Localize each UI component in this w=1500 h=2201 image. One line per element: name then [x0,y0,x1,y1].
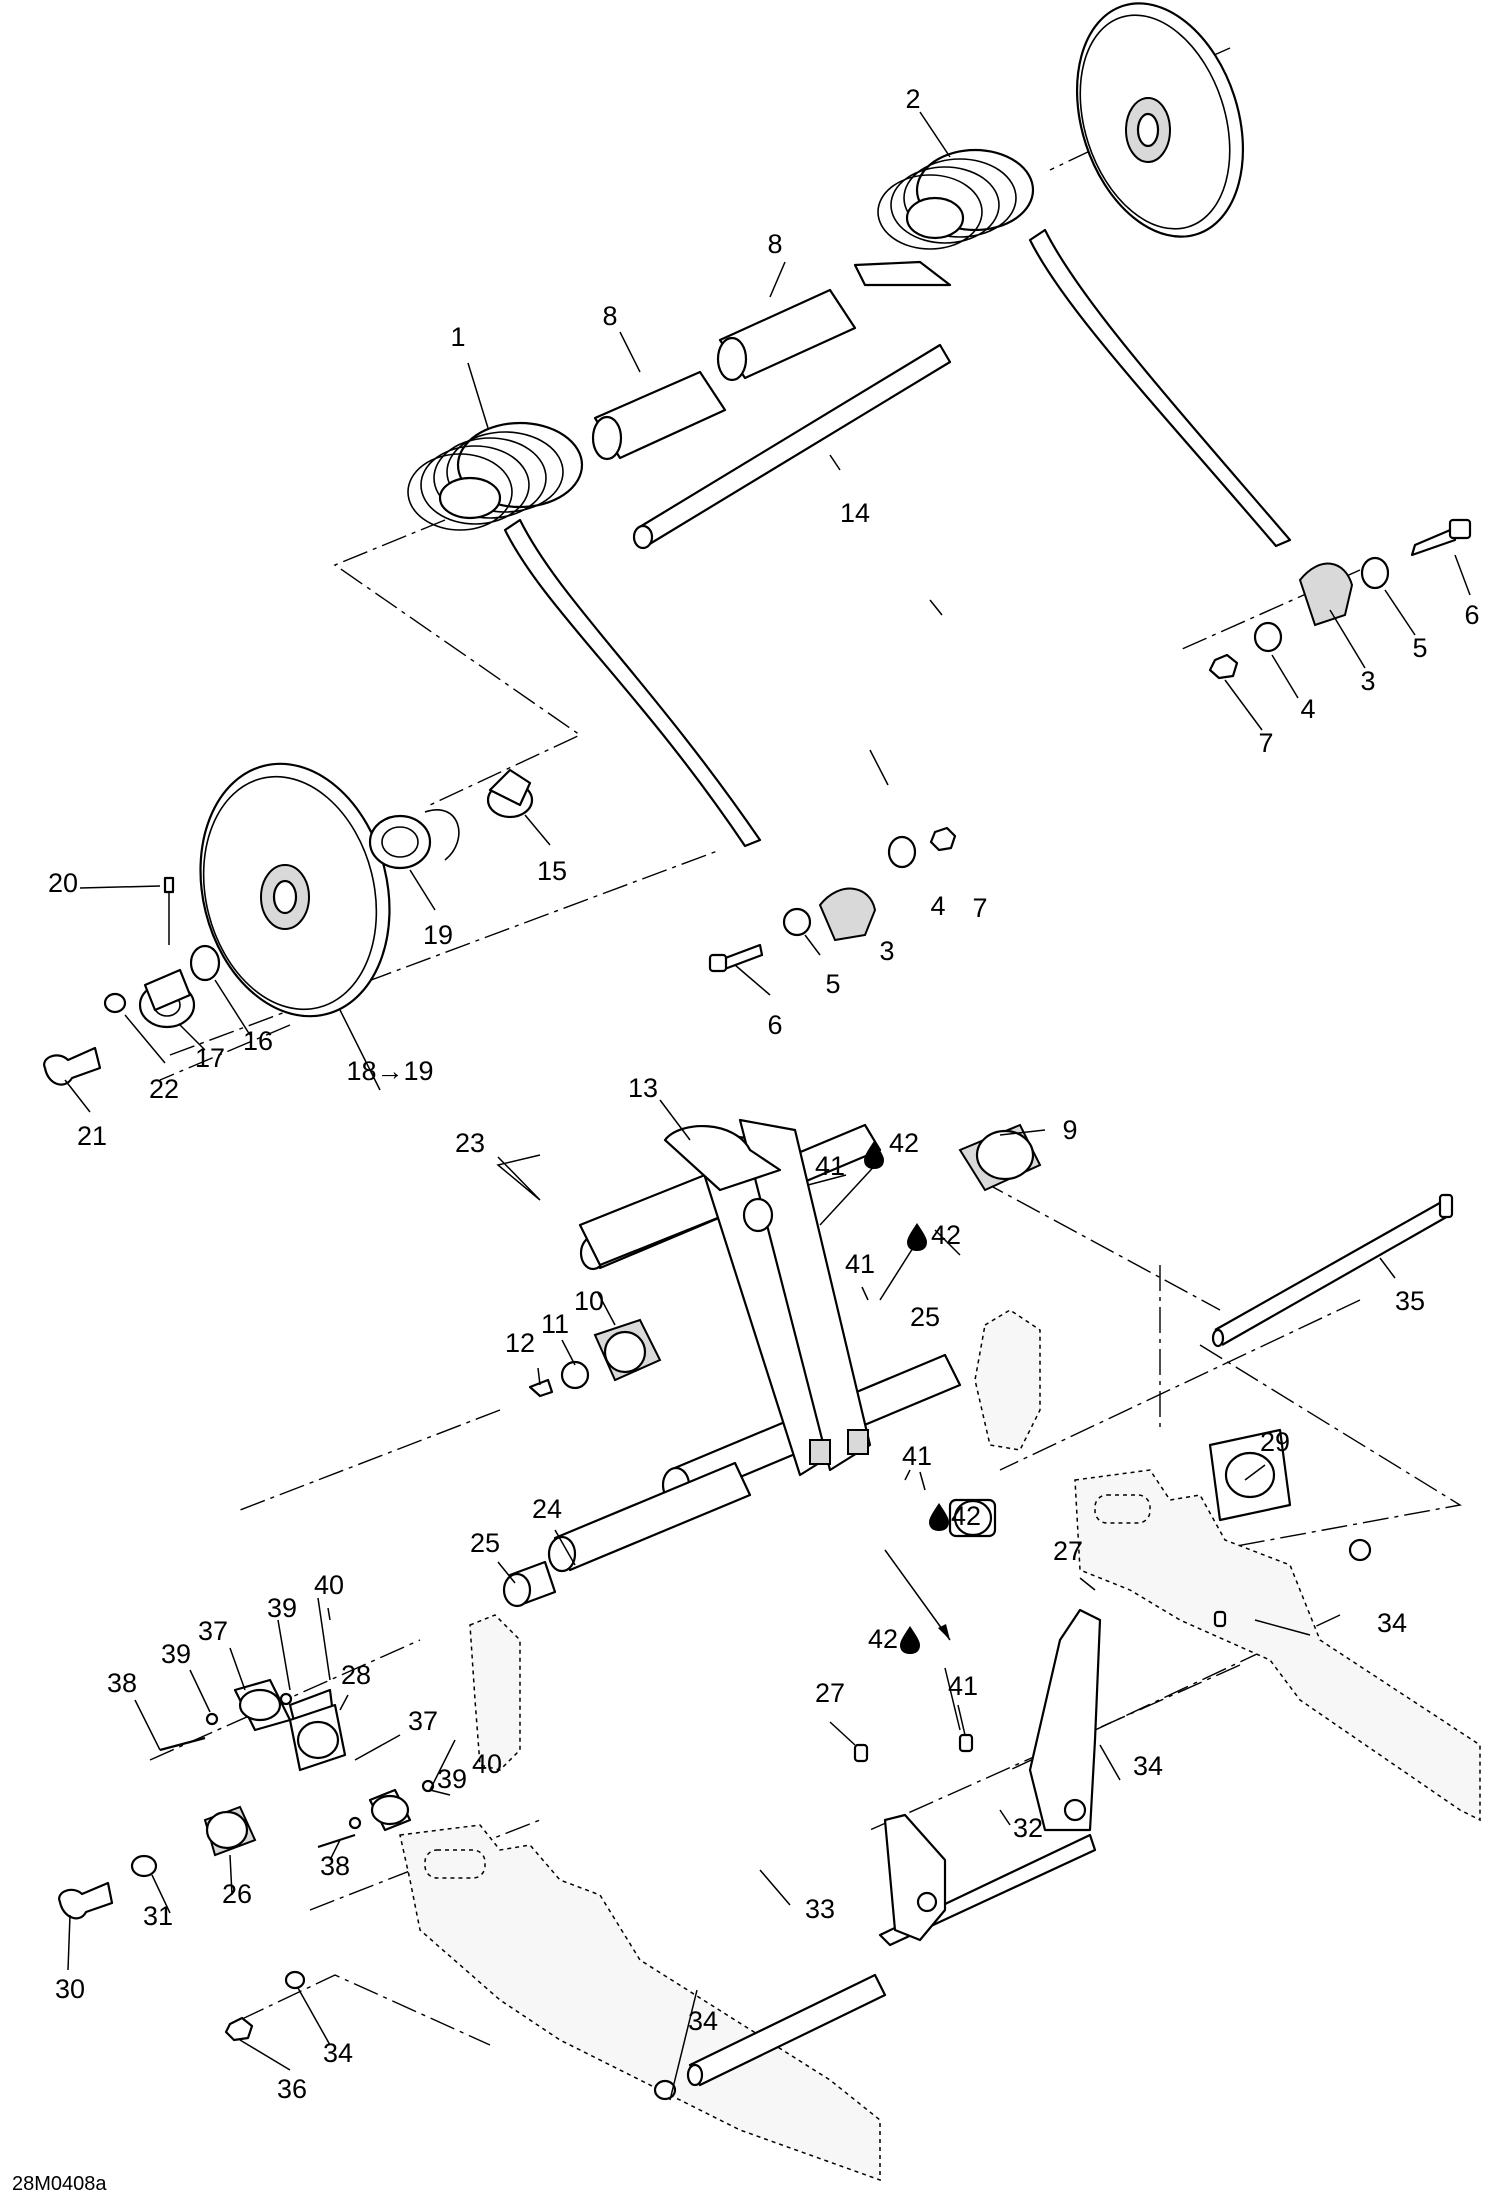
callout: 3 [879,936,894,966]
side-bushings [528,1123,1372,1562]
callout: 11 [541,1309,569,1339]
callout: 21 [77,1121,107,1151]
callout: 12 [505,1328,535,1358]
hardware-top-right [1208,518,1472,680]
callout: 42 [889,1128,919,1158]
callout: 37 [408,1706,438,1736]
oil-drop-icon [900,1626,920,1654]
callout: 38 [320,1851,350,1881]
callout: 3 [1360,666,1375,696]
drawing-code: 28M0408a [12,2173,107,2195]
callout: 25 [910,1302,940,1332]
wheel-top-right [1075,2,1245,238]
callout: 7 [972,893,987,923]
idler-hub-parts [43,768,534,1086]
callout: 26 [222,1879,252,1909]
spring-left [407,421,762,848]
callout: 6 [1464,600,1479,630]
callout: 41 [815,1151,845,1181]
callout: 37 [198,1616,228,1646]
oil-drop-icons [864,1141,949,1654]
rod-14 [632,343,952,550]
main-arm [578,1118,962,1504]
callout: 42 [951,1501,981,1531]
callout: 39 [437,1764,467,1794]
callout: 28 [341,1660,371,1690]
callout: 42 [931,1220,961,1250]
lower-shafts [502,1193,1454,2087]
callout: 34 [323,2038,353,2068]
callout: 7 [1258,728,1273,758]
callout: 32 [1013,1813,1043,1843]
bracket-ghost [469,1309,1041,1771]
hardware-mid [708,826,957,973]
callout: 35 [1395,1286,1425,1316]
callout: 24 [532,1494,562,1524]
callout: 17 [195,1043,225,1073]
oil-drop-icon [907,1223,927,1251]
callout: 4 [930,891,945,921]
callout: 40 [314,1570,344,1600]
callout: 2 [905,84,920,114]
left-lower-hardware [58,1678,677,2101]
wheel-left [199,762,391,1018]
callout: 5 [1412,633,1427,663]
callout: 14 [840,498,870,528]
callout: 8 [767,229,782,259]
callout: 19 [423,920,453,950]
callout: 10 [574,1286,604,1316]
callout: 16 [243,1026,273,1056]
callout: 22 [149,1074,179,1104]
callout: 20 [48,868,78,898]
rail-right-ghost [1074,1469,1481,1822]
callout: 34 [1377,1608,1407,1638]
oil-drop-icon [929,1503,949,1531]
callout: 34 [1133,1751,1163,1781]
tube-8-right [716,288,857,382]
callout: 27 [1053,1536,1083,1566]
callout: 38 [107,1668,137,1698]
callout: 39 [161,1639,191,1669]
callout: 27 [815,1678,845,1708]
callout: 42 [868,1624,898,1654]
lower-arm [853,1608,1227,1947]
callout: 36 [277,2074,307,2104]
callout: 18→19 [346,1056,433,1086]
callout: 25 [470,1528,500,1558]
callout: 41 [902,1441,932,1471]
callout: 33 [805,1894,835,1924]
callout: 29 [1260,1427,1290,1457]
callout: 13 [628,1073,658,1103]
callout: 39 [267,1593,297,1623]
rail-left-ghost [399,1824,881,2182]
callout: 41 [845,1249,875,1279]
callout: 8 [602,301,617,331]
callout: 41 [948,1671,978,1701]
callout: 23 [455,1128,485,1158]
callouts: 1 2 8 8 14 6 5 3 4 7 15 19 20 16 17 22 2… [48,84,1480,2104]
callout: 31 [143,1901,173,1931]
tube-8-left [591,370,727,461]
callout: 30 [55,1974,85,2004]
callout: 34 [688,2006,718,2036]
callout: 15 [537,856,567,886]
callout: 5 [825,969,840,999]
leader-lines [64,111,1471,2101]
callout: 40 [472,1749,502,1779]
spring-right [853,148,1292,548]
callout: 6 [767,1010,782,1040]
callout: 1 [450,322,465,352]
callout: 9 [1062,1115,1077,1145]
oil-drop-icon [864,1141,884,1169]
callout: 4 [1300,694,1315,724]
